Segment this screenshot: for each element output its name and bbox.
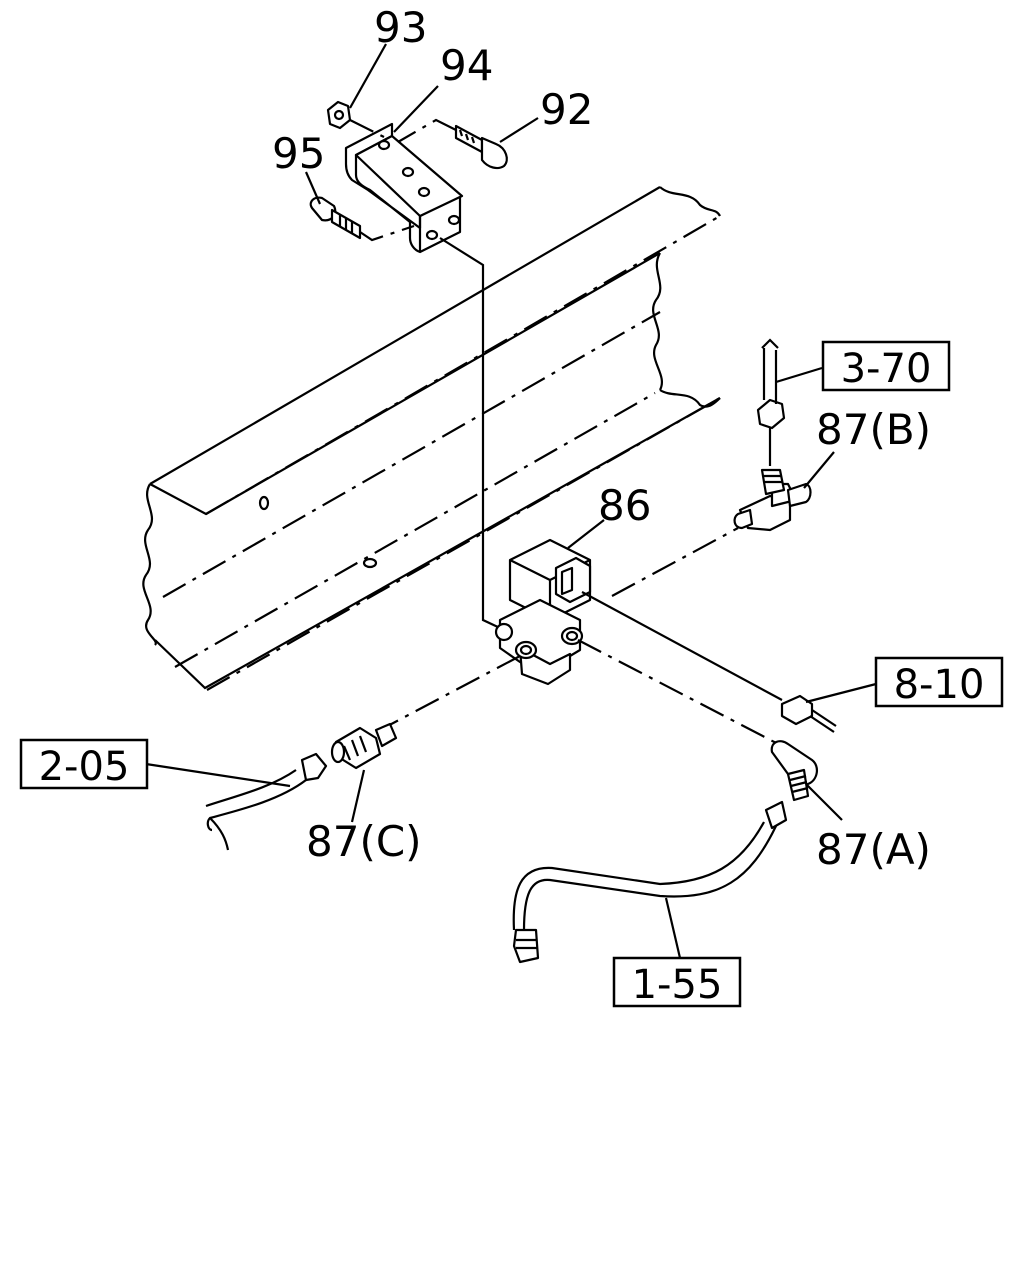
callout-87b: 87(B) xyxy=(816,405,931,454)
callout-92: 92 xyxy=(540,85,593,134)
electrical-connector xyxy=(780,694,837,733)
ref-label-155: 1-55 xyxy=(632,962,723,1008)
leader-86 xyxy=(567,519,605,549)
leader-155 xyxy=(664,897,682,959)
leader-94 xyxy=(393,85,439,133)
tee-fitting xyxy=(733,338,812,532)
leader-87c xyxy=(350,769,366,823)
leader-87b xyxy=(803,451,835,489)
bolt-95 xyxy=(309,196,415,242)
ref-box-810: 8-10 xyxy=(874,656,1004,708)
ref-box-155: 1-55 xyxy=(612,956,742,1008)
hose-left xyxy=(205,752,328,851)
leader-810 xyxy=(805,682,877,704)
ref-label-370: 3-70 xyxy=(841,346,932,392)
leader-95 xyxy=(304,171,322,205)
straight-fitting xyxy=(330,722,398,770)
leader-93 xyxy=(349,43,387,109)
callout-87a: 87(A) xyxy=(816,825,931,874)
leader-205 xyxy=(145,762,291,788)
valve xyxy=(379,527,783,746)
ref-label-810: 8-10 xyxy=(894,662,985,708)
bolt-92 xyxy=(397,118,508,170)
rail-hole-2 xyxy=(362,557,378,569)
leader-92 xyxy=(499,117,539,143)
rail-hole-1 xyxy=(258,495,270,511)
callout-94: 94 xyxy=(440,41,493,90)
callout-87c: 87(C) xyxy=(306,817,422,866)
callout-86: 86 xyxy=(598,481,651,530)
hose-bottom xyxy=(512,800,788,964)
callout-95: 95 xyxy=(272,129,325,178)
elbow-fitting xyxy=(770,740,818,802)
nut xyxy=(326,100,387,139)
ref-label-205: 2-05 xyxy=(39,744,130,790)
ref-box-370: 3-70 xyxy=(821,340,951,392)
bracket xyxy=(344,122,501,629)
ref-box-205: 2-05 xyxy=(19,738,149,790)
callout-93: 93 xyxy=(374,3,427,52)
leader-87a xyxy=(805,783,843,821)
leader-370 xyxy=(775,366,823,384)
frame-rail xyxy=(142,186,721,691)
